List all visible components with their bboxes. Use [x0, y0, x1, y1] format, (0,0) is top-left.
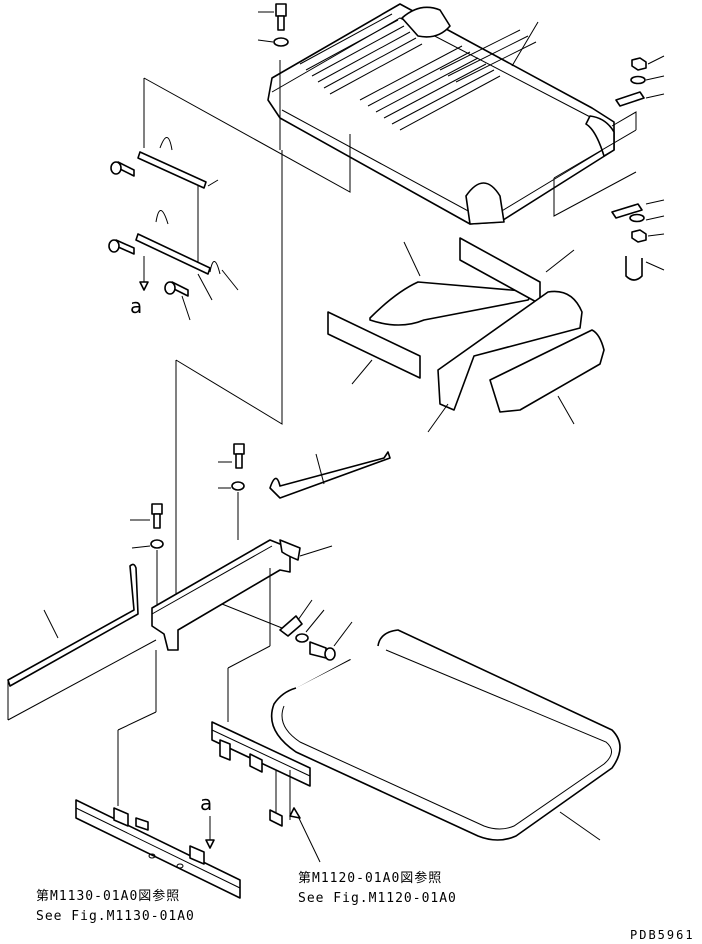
engine-hood — [267, 3, 615, 225]
lower-frame — [7, 443, 391, 721]
assembly-lines — [143, 60, 351, 636]
ref-right-jp: 第M1120-01A0図参照 — [298, 870, 442, 886]
ref-left-en: See Fig.M1130-01A0 — [36, 909, 195, 924]
bottom-supports — [75, 568, 321, 899]
ref-left-jp: 第M1130-01A0図参照 — [36, 888, 180, 904]
ref-right-en: See Fig.M1120-01A0 — [298, 891, 457, 906]
view-a-label-bottom: a — [200, 791, 212, 815]
insulation-parts — [327, 237, 605, 433]
left-brackets — [108, 137, 239, 321]
view-a-label-top: a — [130, 294, 142, 318]
drawing-code: PDB5961 — [630, 928, 695, 942]
seal-loop — [270, 629, 621, 841]
hardware-right-top — [553, 55, 665, 281]
bolt-top — [257, 3, 289, 47]
